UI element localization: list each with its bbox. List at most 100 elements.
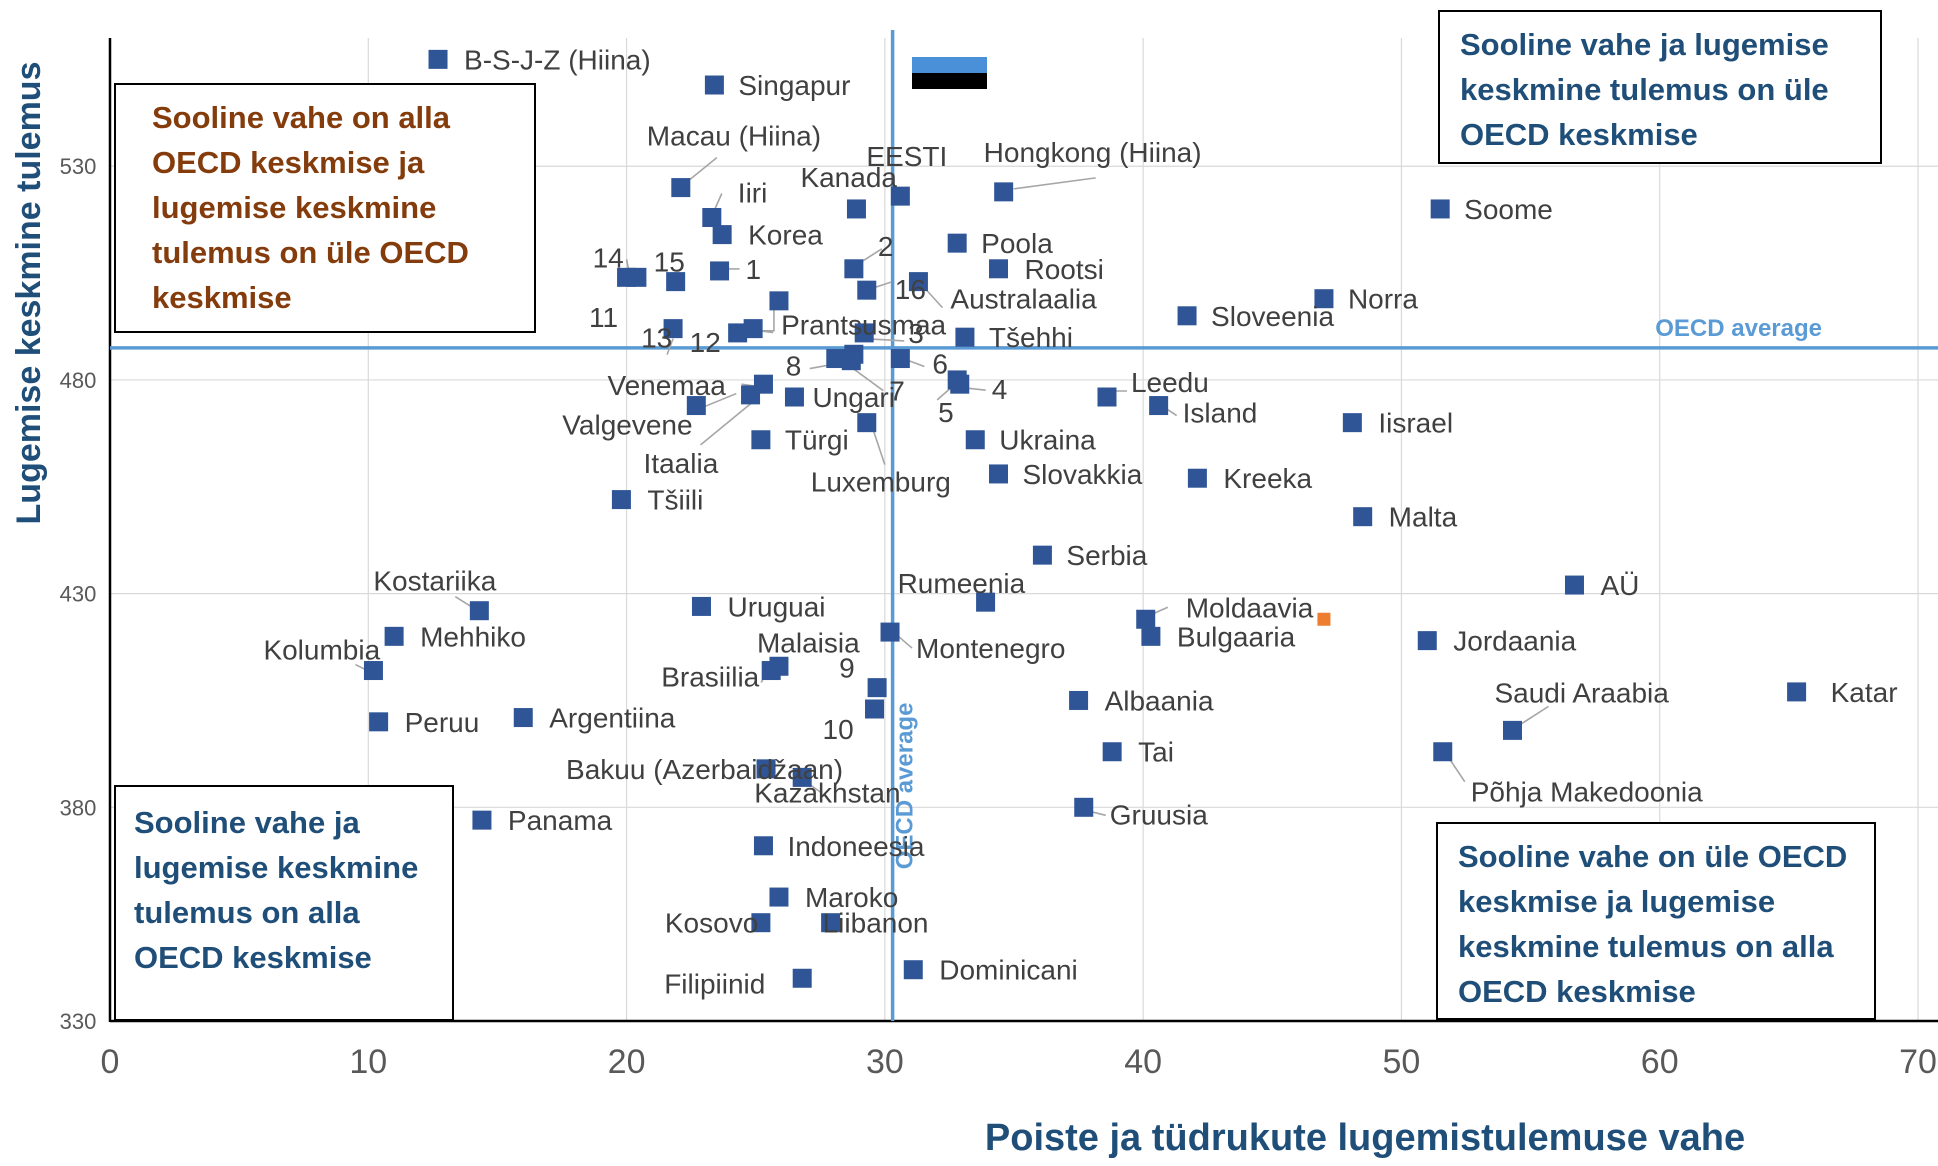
- leader-13: [666, 338, 674, 355]
- flag-stripe-blue: [912, 57, 987, 73]
- label-b-s-j-z-hiina: B-S-J-Z (Hiina): [464, 44, 651, 75]
- point-unlabeled-48: [1317, 612, 1331, 626]
- label-rumeenia: Rumeenia: [898, 568, 1026, 599]
- label-montenegro: Montenegro: [916, 633, 1065, 664]
- point-kostariika: [469, 601, 489, 621]
- point-b-s-j-z-hiina: [428, 49, 448, 69]
- label-saudi-araabia: Saudi Araabia: [1494, 677, 1669, 708]
- label-sloveenia: Sloveenia: [1211, 301, 1334, 332]
- point-tai: [1102, 742, 1122, 762]
- label-kanada: Kanada: [800, 162, 897, 193]
- point-12: [728, 323, 748, 343]
- point-singapur: [704, 75, 724, 95]
- label-1: 1: [746, 254, 762, 285]
- label-eesti: EESTI: [866, 141, 947, 172]
- label-jordaania: Jordaania: [1453, 626, 1576, 657]
- point-luxemburg: [857, 413, 877, 433]
- leader-põhja-makedoonia: [1448, 757, 1466, 783]
- point-rootsi: [989, 259, 1009, 279]
- label-korea: Korea: [748, 220, 823, 251]
- quadrant-note-bottom-left: Sooline vahe ja lugemise keskmine tulemu…: [114, 785, 454, 1021]
- point-jordaania: [1417, 631, 1437, 651]
- label-2: 2: [878, 231, 894, 262]
- label-albaania: Albaania: [1105, 685, 1214, 716]
- point-7: [841, 351, 861, 371]
- label-itaalia: Itaalia: [644, 448, 719, 479]
- label-12: 12: [690, 327, 721, 358]
- point-6: [890, 349, 910, 369]
- label-mehhiko: Mehhiko: [420, 621, 526, 652]
- label-8: 8: [786, 351, 802, 382]
- y-tick-label: 430: [60, 582, 97, 607]
- label-kosovo: Kosovo: [665, 908, 758, 939]
- label-katar: Katar: [1831, 677, 1898, 708]
- label-kreeka: Kreeka: [1223, 463, 1312, 494]
- label-15: 15: [654, 247, 685, 278]
- point-unlabeled-14: [627, 267, 647, 287]
- label-aü: AÜ: [1600, 570, 1639, 601]
- point-bakuu-azerbaidžaan: [756, 759, 776, 779]
- point-kanada: [846, 199, 866, 219]
- label-kazakhstan: Kazakhstan: [754, 777, 900, 808]
- label-kostariika: Kostariika: [373, 566, 496, 597]
- point-aü: [1564, 575, 1584, 595]
- point-tšehhi: [955, 327, 975, 347]
- leader-3: [868, 338, 905, 342]
- point-kazakhstan: [792, 767, 812, 787]
- point-valgevene: [686, 396, 706, 416]
- leader-7: [852, 368, 884, 392]
- y-tick-label: 330: [60, 1009, 97, 1034]
- label-4: 4: [992, 374, 1008, 405]
- label-moldaavia: Moldaavia: [1186, 592, 1314, 623]
- x-tick-label: 60: [1641, 1043, 1679, 1081]
- label-venemaa: Venemaa: [607, 370, 726, 401]
- label-hongkong-hiina: Hongkong (Hiina): [984, 137, 1202, 168]
- label-6: 6: [932, 349, 948, 380]
- point-tšiili: [611, 490, 631, 510]
- label-panama: Panama: [508, 805, 613, 836]
- point-malta: [1353, 507, 1373, 527]
- point-ungari: [784, 387, 804, 407]
- point-katar: [1787, 682, 1807, 702]
- point-kosovo: [751, 913, 771, 933]
- point-kreeka: [1187, 468, 1207, 488]
- point-hongkong-hiina: [994, 182, 1014, 202]
- label-australaalia: Australaalia: [950, 284, 1097, 315]
- label-10: 10: [823, 714, 854, 745]
- point-montenegro: [880, 622, 900, 642]
- label-macau-hiina: Macau (Hiina): [647, 121, 821, 152]
- point-albaania: [1069, 690, 1089, 710]
- label-tai: Tai: [1138, 737, 1174, 768]
- label-uruguai: Uruguai: [727, 591, 825, 622]
- label-soome: Soome: [1464, 194, 1553, 225]
- label-kolumbia: Kolumbia: [263, 635, 380, 666]
- point-korea: [712, 225, 732, 245]
- label-16: 16: [895, 274, 926, 305]
- x-tick-label: 50: [1383, 1043, 1421, 1081]
- point-16: [857, 280, 877, 300]
- x-tick-label: 30: [866, 1043, 904, 1081]
- point-indoneesia: [753, 836, 773, 856]
- point-2: [844, 259, 864, 279]
- quadrant-note-top-left: Sooline vahe on alla OECD keskmise ja lu…: [114, 83, 536, 333]
- point-australaalia: [908, 272, 928, 292]
- label-maroko: Maroko: [805, 882, 898, 913]
- leader-itaalia: [700, 398, 758, 446]
- leader-4: [967, 387, 986, 391]
- point-1: [710, 261, 730, 281]
- point-kolumbia: [363, 661, 383, 681]
- oecd-average-horizontal-label: OECD average: [1655, 315, 1822, 342]
- point-itaalia: [741, 385, 761, 405]
- point-bulgaaria: [1141, 626, 1161, 646]
- label-3: 3: [908, 318, 924, 349]
- point-panama: [472, 810, 492, 830]
- point-sloveenia: [1177, 306, 1197, 326]
- leader-kostariika: [454, 596, 472, 608]
- x-tick-label: 10: [349, 1043, 387, 1081]
- point-gruusia: [1074, 797, 1094, 817]
- leader-luxemburg: [872, 428, 886, 465]
- label-14: 14: [593, 242, 624, 273]
- label-tšehhi: Tšehhi: [989, 322, 1073, 353]
- flag-stripe-black: [912, 73, 987, 89]
- x-tick-label: 70: [1899, 1043, 1937, 1081]
